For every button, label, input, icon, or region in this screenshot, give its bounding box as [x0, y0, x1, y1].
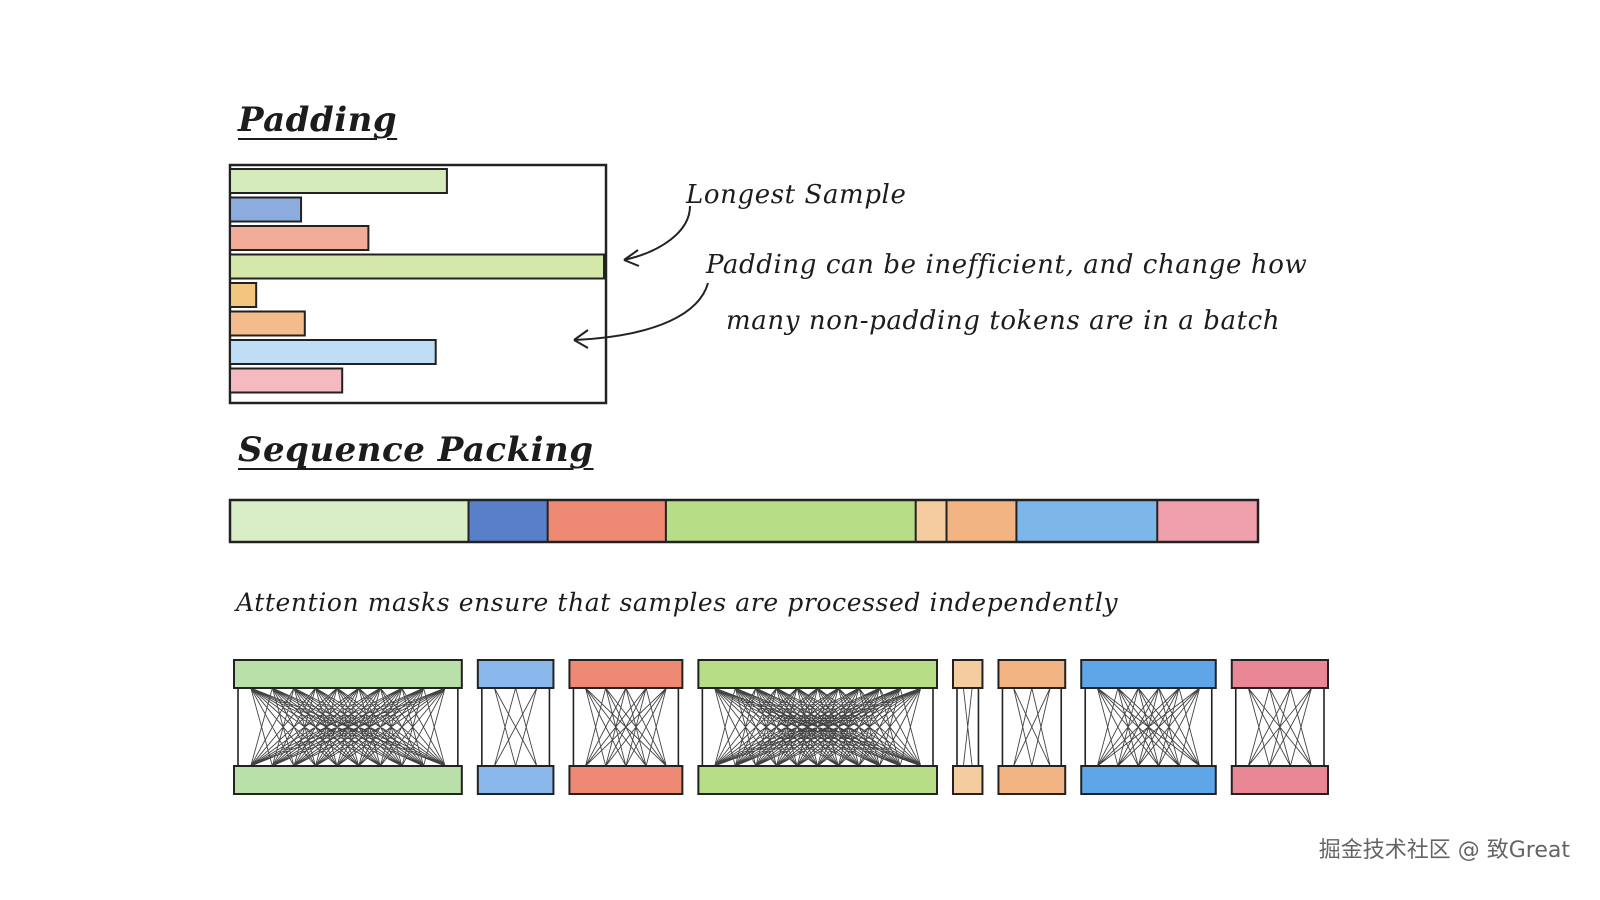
packed-sequence — [228, 498, 1260, 544]
attention-cross-lines — [1247, 687, 1312, 767]
attention-source-bar — [1230, 659, 1330, 689]
arrowhead-icon — [623, 249, 640, 267]
attention-target-bar — [233, 765, 463, 795]
attention-mask-block — [1230, 659, 1330, 795]
attention-source-bar — [476, 659, 555, 689]
attention-cross-lines — [585, 687, 667, 767]
attention-target-bar — [568, 765, 684, 795]
packed-segment — [468, 500, 548, 542]
attention-source-bar — [997, 659, 1067, 689]
packed-segment — [547, 500, 666, 542]
padding-inefficient-line2: many non-padding tokens are in a batch — [726, 306, 1281, 336]
padding-sample-bar — [229, 310, 306, 337]
packed-segment — [1157, 500, 1258, 542]
attention-source-bar — [568, 659, 684, 689]
attention-mask-blocks — [233, 659, 1330, 795]
padding-sample-bar — [229, 225, 370, 251]
packed-segment — [915, 500, 947, 542]
attention-source-bar — [233, 659, 463, 689]
padding-sample-bar — [229, 339, 437, 365]
watermark: 掘金技术社区 @ 致Great — [1318, 838, 1570, 863]
packed-segment — [230, 500, 469, 542]
attention-cross-lines — [962, 687, 973, 767]
attention-mask-block — [997, 659, 1067, 795]
padding-title: Padding — [238, 100, 398, 140]
attention-cross-lines — [1096, 687, 1201, 767]
attention-cross-lines — [1013, 687, 1051, 767]
longest-sample-label: Longest Sample — [686, 180, 907, 210]
padding-sample-bar — [229, 196, 303, 223]
attention-caption: Attention masks ensure that samples are … — [236, 588, 1119, 617]
attention-target-bar — [1230, 765, 1330, 795]
attention-source-bar — [1080, 659, 1217, 689]
arrowhead-icon — [573, 329, 589, 349]
attention-source-bar — [697, 659, 938, 689]
padding-inefficient-line1: Padding can be inefficient, and change h… — [706, 250, 1308, 280]
padding-box — [228, 163, 608, 405]
attention-mask-block — [951, 659, 984, 795]
attention-mask-block — [1080, 659, 1217, 795]
attention-target-bar — [997, 765, 1067, 795]
padding-sample-bar — [229, 282, 258, 308]
packed-segment — [1016, 500, 1158, 542]
attention-target-bar — [697, 765, 938, 795]
attention-target-bar — [951, 765, 984, 795]
packed-segment — [665, 500, 916, 542]
sequence-packing-title: Sequence Packing — [238, 430, 594, 470]
attention-target-bar — [476, 765, 555, 795]
attention-cross-lines — [714, 687, 922, 767]
packed-segment — [946, 500, 1017, 542]
packed-sequence-frame — [228, 498, 1260, 544]
padding-sample-bar — [229, 253, 605, 280]
attention-target-bar — [1080, 765, 1217, 795]
arrow-to-longest-sample — [623, 205, 691, 261]
attention-cross-lines — [493, 687, 538, 767]
attention-mask-block — [697, 659, 938, 795]
attention-mask-block — [233, 659, 463, 795]
attention-source-bar — [951, 659, 984, 689]
padding-sample-bar — [229, 168, 448, 194]
attention-mask-block — [476, 659, 555, 795]
attention-mask-block — [568, 659, 684, 795]
arrow-to-padding-area — [573, 282, 709, 341]
padding-sample-bar — [229, 367, 344, 394]
attention-cross-lines — [250, 687, 446, 767]
